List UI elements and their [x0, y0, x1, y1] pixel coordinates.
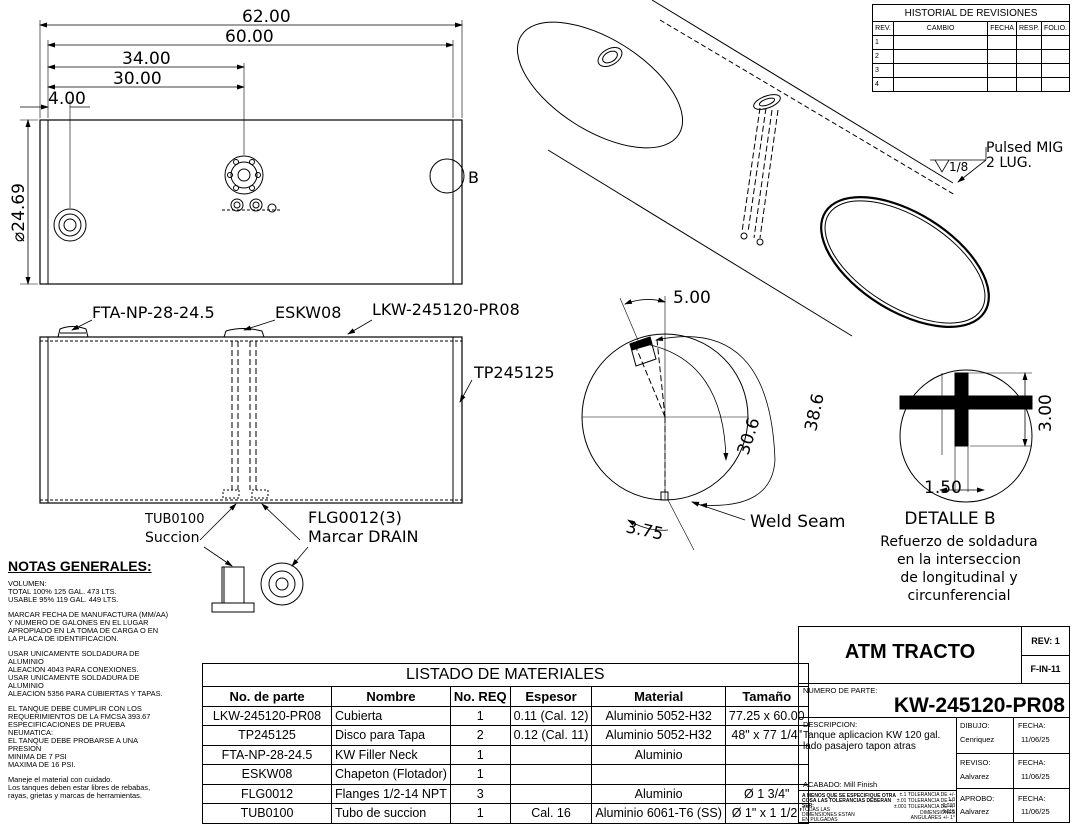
dim-62: 62.00: [242, 7, 291, 27]
rev-header-date: FECHA: [987, 21, 1017, 36]
callout-float: ESKW08: [275, 303, 341, 322]
detail-caption-3: de longitudinal y: [900, 570, 1017, 586]
rev-header-change: CAMBIO: [892, 21, 989, 36]
description: Tanque aplicacion KW 120 gal. lado pasaj…: [803, 730, 941, 752]
bom-header-part: No. de parte: [202, 686, 332, 707]
top-view: [20, 20, 465, 285]
dim-34: 34.00: [122, 49, 171, 69]
description-label: DESCRIPCION:: [803, 720, 858, 729]
tolerance-1: ±.1 TOLERANCIA DE +/- 1.0: [899, 792, 956, 803]
approved-label: APROBO:: [960, 794, 995, 803]
drawn-label: DIBUJO:: [960, 721, 990, 730]
revision-title: HISTORIAL DE REVISIONES: [872, 4, 1070, 22]
note-volume: VOLUMEN:TOTAL 100% 125 GAL. 473 LTS.USAB…: [8, 579, 119, 604]
tolerance-title: A MENOS QUE SE ESPECIFIQUE OTRA COSA LAS…: [802, 793, 896, 809]
callout-shell: LKW-245120-PR08: [372, 300, 520, 319]
revision-history-table: HISTORIAL DE REVISIONES REV. CAMBIO FECH…: [872, 4, 1070, 92]
bom-title: LISTADO DE MATERIALES: [202, 663, 809, 687]
dim-diameter: ⌀24.69: [9, 183, 29, 242]
dim-1-5: 1.50: [924, 478, 962, 498]
reviewed-by: Aalvarez: [960, 772, 990, 781]
detail-b-marker: B: [468, 168, 479, 187]
part-number-label: NUMERO DE PARTE:: [803, 686, 878, 695]
bom-header-name: Nombre: [331, 686, 451, 707]
bom-header-thickness: Espesor: [509, 686, 593, 707]
notes-title: NOTAS GENERALES:: [8, 558, 152, 574]
detail-caption-2: en la interseccion: [897, 552, 1021, 568]
rev-header-resp: RESP.: [1015, 21, 1043, 36]
callout-flange-name: Marcar DRAIN: [308, 527, 419, 546]
drawn-by: Cenriquez: [960, 735, 995, 744]
date-label-2: FECHA:: [1018, 758, 1046, 767]
revision-row: 4: [872, 77, 1070, 92]
date-label-1: FECHA:: [1018, 721, 1046, 730]
part-number: KW-245120-PR08: [893, 694, 1065, 717]
callout-weld-seam: Weld Seam: [750, 512, 845, 532]
callout-filler-neck: FTA-NP-28-24.5: [92, 303, 215, 322]
front-view: [39, 319, 473, 567]
form-code: F-IN-11: [1030, 664, 1061, 674]
dim-5: 5.00: [673, 288, 711, 308]
dim-3-75: 3.75: [624, 517, 665, 544]
title-block: ATM TRACTO REV: 1 F-IN-11 NUMERO DE PART…: [798, 626, 1070, 823]
date-1: 11/06/25: [1021, 735, 1050, 744]
bom-header-size: Tamaño: [724, 686, 809, 707]
rev-header-rev: REV.: [872, 21, 894, 36]
revision-row: 2: [872, 49, 1070, 64]
tolerance-units: TODAS LAS DIMENSIONES ESTAN EN PULGADAS: [802, 807, 855, 823]
isometric-view: [516, 0, 990, 337]
bom-header-material: Material: [591, 686, 726, 707]
dim-60: 60.00: [225, 27, 274, 47]
revision-row: 3: [872, 63, 1070, 78]
company-name: ATM TRACTO: [844, 641, 976, 663]
weld-size: 1/8: [949, 160, 968, 174]
weld-note-2: 2 LUG.: [986, 155, 1032, 171]
dim-38-6: 38.6: [801, 392, 828, 433]
detail-caption-1: Refuerzo de soldadura: [880, 534, 1038, 550]
finish: ACABADO: Mill Finish: [803, 780, 878, 789]
general-notes: NOTAS GENERALES: VOLUMEN:TOTAL 100% 125 …: [8, 558, 198, 807]
detail-b-view: [899, 369, 1033, 503]
revision-row: 1: [872, 35, 1070, 50]
end-view: [581, 296, 776, 551]
date-2: 11/06/25: [1021, 772, 1050, 781]
bill-of-materials: LISTADO DE MATERIALES No. de parte Nombr…: [202, 663, 809, 824]
reviewed-label: REVISO:: [960, 758, 991, 767]
tolerance-4: DIMENSIONES ANGULARES +/- 1°: [910, 810, 955, 821]
callout-tube-name: Succion: [145, 530, 199, 546]
flange-part: [260, 562, 304, 606]
note-marking: MARCAR FECHA DE MANUFACTURA (MM/AA)Y NUM…: [8, 610, 169, 643]
callout-flange-code: FLG0012(3): [308, 508, 402, 527]
tolerance-2: ±.01 TOLERANCIA DE +/- 0.030: [896, 798, 955, 809]
rev-header-folio: FOLIO.: [1041, 21, 1070, 36]
suction-tube-part: [211, 566, 255, 613]
weld-note-1: Pulsed MIG: [986, 140, 1063, 156]
bom-header-qty: No. REQ: [449, 686, 511, 707]
date-label-3: FECHA:: [1018, 794, 1046, 803]
callout-tube-code: TUB0100: [144, 512, 204, 527]
dim-30-6: 30.6: [734, 415, 765, 457]
revision-label: REV: 1: [1031, 636, 1060, 646]
dim-3: 3.00: [1036, 394, 1056, 432]
dim-4: 4.00: [48, 89, 86, 109]
tolerance-3: ±.001 TOLERANCIA DE +/- 0.015: [893, 804, 955, 815]
detail-b-title: DETALLE B: [904, 509, 995, 529]
callout-head: TP245125: [473, 363, 555, 382]
date-3: 11/06/25: [1021, 807, 1050, 816]
detail-caption-4: circunferencial: [907, 588, 1010, 604]
note-handling: Maneje el material con cuidado.Los tanqu…: [8, 775, 151, 800]
dim-30: 30.00: [113, 69, 162, 89]
approved-by: Aalvarez: [960, 807, 990, 816]
